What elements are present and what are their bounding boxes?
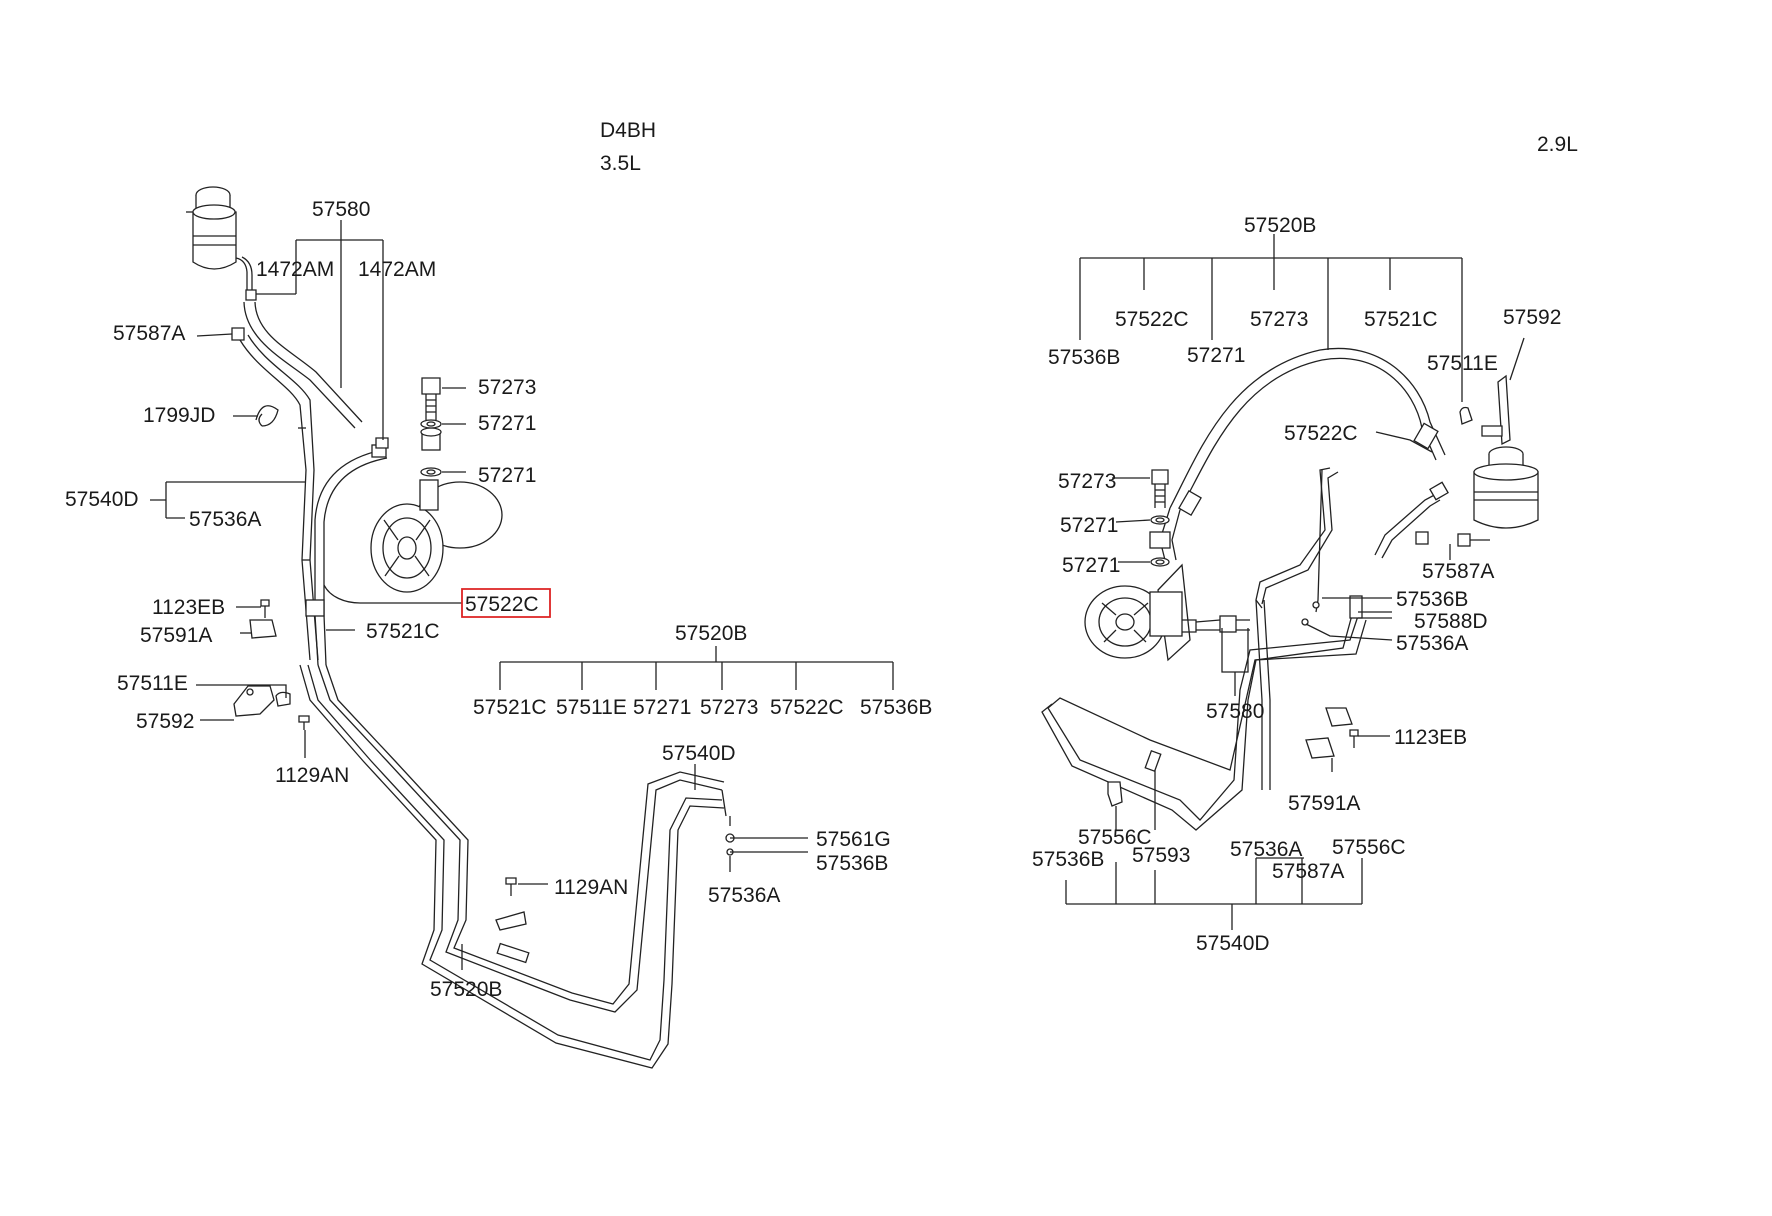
clip-57587a[interactable] — [231, 327, 245, 341]
leader-lines — [150, 220, 1525, 970]
callout-57556c-right-b[interactable]: 57556C — [1332, 836, 1406, 859]
callout-57273-left[interactable]: 57273 — [478, 376, 536, 399]
return-hose-right[interactable] — [1374, 481, 1490, 559]
callout-57591a-left[interactable]: 57591A — [140, 624, 212, 647]
clip-57511e-left[interactable] — [275, 691, 291, 707]
callout-57522c-right-a[interactable]: 57522C — [1115, 308, 1189, 331]
callout-1123eb-right[interactable]: 1123EB — [1394, 726, 1467, 749]
callout-57536b-right-c[interactable]: 57536B — [1032, 848, 1104, 871]
callout-57536a-right[interactable]: 57536A — [1396, 632, 1468, 655]
displacement-label-left: 3.5L — [600, 152, 641, 175]
bracket-57592-right[interactable] — [1481, 374, 1511, 446]
callout-57592-left[interactable]: 57592 — [136, 710, 194, 733]
callout-1799jd[interactable]: 1799JD — [143, 404, 215, 427]
washer-right-b[interactable] — [1150, 557, 1170, 567]
banjo-bolt-right[interactable] — [1151, 469, 1169, 508]
callout-57588d[interactable]: 57588D — [1414, 610, 1488, 633]
engine-code-label: D4BH — [600, 119, 656, 142]
bolt-1123eb-right[interactable] — [1349, 729, 1359, 748]
bolt-1129an-b[interactable] — [505, 877, 517, 896]
callout-57536a-right-b[interactable]: 57536A — [1230, 838, 1302, 861]
callout-57511e-right[interactable]: 57511E — [1427, 352, 1498, 375]
callout-57271-left-b[interactable]: 57271 — [478, 464, 536, 487]
callout-1472am-a[interactable]: 1472AM — [256, 258, 334, 281]
hose-clamp-1799jd[interactable] — [255, 405, 279, 427]
callout-57271-group[interactable]: 57271 — [633, 696, 691, 719]
bolt-1123eb-left[interactable] — [260, 599, 270, 618]
callout-57587a-right-b[interactable]: 57587A — [1272, 860, 1344, 883]
callout-57591a-right[interactable]: 57591A — [1288, 792, 1360, 815]
callout-57521c-right[interactable]: 57521C — [1364, 308, 1438, 331]
washer-left-a[interactable] — [420, 419, 442, 429]
clip-1472am-a[interactable] — [245, 289, 257, 301]
callout-57540d-right[interactable]: 57540D — [1196, 932, 1270, 955]
clip-57556c[interactable] — [1107, 781, 1123, 807]
callout-57273-group[interactable]: 57273 — [700, 696, 758, 719]
callout-1129an-left-b[interactable]: 1129AN — [554, 876, 628, 899]
bracket-57591a-right[interactable] — [1305, 707, 1353, 759]
callout-57580-right[interactable]: 57580 — [1206, 700, 1264, 723]
right-diagram: 2.9L — [1041, 133, 1578, 831]
callout-57273-right-b[interactable]: 57273 — [1058, 470, 1116, 493]
washer-right-a[interactable] — [1150, 515, 1170, 525]
callout-57593[interactable]: 57593 — [1132, 844, 1190, 867]
left-callouts: 57580 1472AM 1472AM 57587A 1799JD 57273 … — [65, 198, 932, 1001]
return-hose-left[interactable] — [235, 256, 363, 429]
power-steering-pump-right[interactable] — [1084, 563, 1250, 662]
callout-57540d-left-b[interactable]: 57540D — [662, 742, 736, 765]
fitting-right[interactable] — [1149, 531, 1171, 549]
callout-57520b-left[interactable]: 57520B — [675, 622, 747, 645]
callout-57561g[interactable]: 57561G — [816, 828, 891, 851]
callout-57271-right-c[interactable]: 57271 — [1062, 554, 1120, 577]
banjo-bolt-left[interactable] — [421, 377, 441, 420]
displacement-label-right: 2.9L — [1537, 133, 1578, 156]
clip-1472am-b[interactable] — [375, 437, 389, 449]
right-callouts: 57520B 57522C 57273 57521C 57592 57536B … — [1032, 214, 1561, 955]
callout-1472am-b[interactable]: 1472AM — [358, 258, 436, 281]
reservoir-left[interactable] — [186, 186, 237, 270]
callout-57520b-right[interactable]: 57520B — [1244, 214, 1316, 237]
clip-57511e-right[interactable] — [1459, 406, 1473, 425]
callout-57536b-right-a[interactable]: 57536B — [1048, 346, 1120, 369]
callout-57522c-highlighted[interactable]: 57522C — [465, 593, 539, 616]
bracket-57591a-left[interactable] — [249, 619, 277, 639]
callout-57520b-left-b[interactable]: 57520B — [430, 978, 502, 1001]
callout-57521c-group[interactable]: 57521C — [473, 696, 547, 719]
callout-57511e-group[interactable]: 57511E — [556, 696, 627, 719]
callout-57522c-right-b[interactable]: 57522C — [1284, 422, 1358, 445]
callout-57536a-left[interactable]: 57536A — [189, 508, 261, 531]
callout-57271-right-b[interactable]: 57271 — [1060, 514, 1118, 537]
washer-left-b[interactable] — [420, 467, 442, 477]
callout-57540d-left[interactable]: 57540D — [65, 488, 139, 511]
callout-1129an-left[interactable]: 1129AN — [275, 764, 349, 787]
callout-57271-right-a[interactable]: 57271 — [1187, 344, 1245, 367]
steel-lines-57540d[interactable] — [1041, 467, 1367, 831]
callout-57536b-group[interactable]: 57536B — [860, 696, 932, 719]
steel-lines-57520b[interactable] — [299, 664, 735, 1069]
left-diagram: D4BH 3.5L — [186, 119, 735, 1069]
callout-57522c-group[interactable]: 57522C — [770, 696, 844, 719]
callout-57521c-left[interactable]: 57521C — [366, 620, 440, 643]
callout-57592-right[interactable]: 57592 — [1503, 306, 1561, 329]
pressure-hose-right[interactable] — [1159, 347, 1446, 561]
suction-hose-left[interactable] — [239, 334, 319, 661]
callout-57536a-left-b[interactable]: 57536A — [708, 884, 780, 907]
callout-57273-right-a[interactable]: 57273 — [1250, 308, 1308, 331]
callout-57587a-right[interactable]: 57587A — [1422, 560, 1494, 583]
reservoir-right[interactable] — [1473, 446, 1539, 529]
callout-1123eb-left[interactable]: 1123EB — [152, 596, 225, 619]
callout-57556c-right-a[interactable]: 57556C — [1078, 826, 1152, 849]
callout-57536b-right-b[interactable]: 57536B — [1396, 588, 1468, 611]
bolt-1129an-a[interactable] — [298, 715, 310, 730]
callout-57536b-left[interactable]: 57536B — [816, 852, 888, 875]
callout-57587a[interactable]: 57587A — [113, 322, 185, 345]
bracket-1129an-b[interactable] — [495, 911, 527, 931]
power-steering-pump-left[interactable] — [370, 427, 503, 593]
callout-57511e-left[interactable]: 57511E — [117, 672, 188, 695]
callout-57271-left-a[interactable]: 57271 — [478, 412, 536, 435]
callout-57580[interactable]: 57580 — [312, 198, 370, 221]
bracket-57592-left[interactable] — [233, 685, 275, 717]
